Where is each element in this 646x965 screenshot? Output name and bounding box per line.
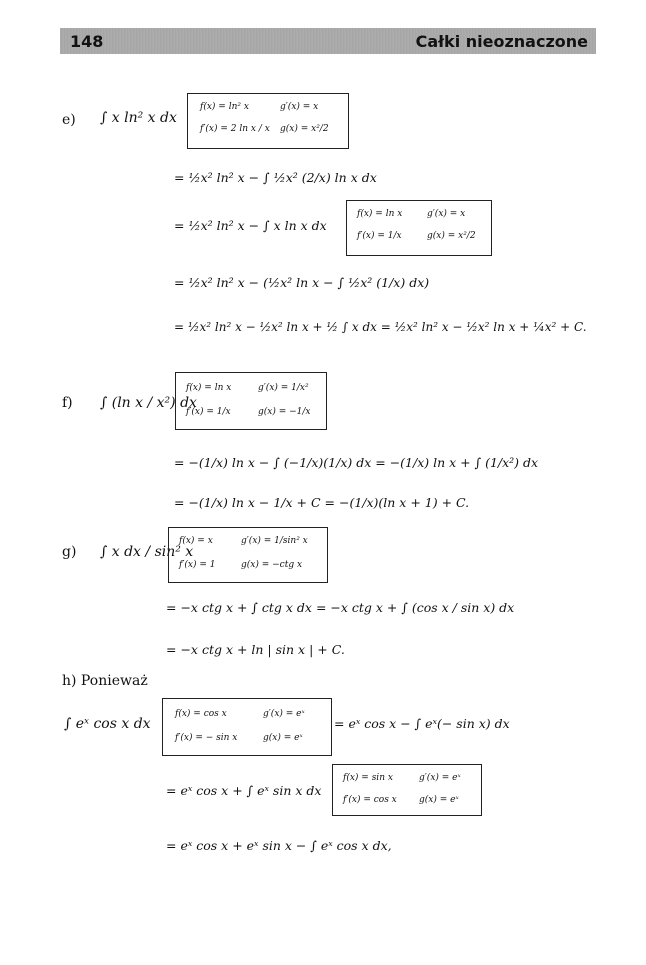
exercise-g-integral: ∫ x dx / sin² x — [100, 544, 194, 560]
exercise-e-substitution-box: f(x) = ln² x g′(x) = x f′(x) = 2 ln x / … — [187, 93, 349, 149]
h-box-gprime: g′(x) = eˣ — [263, 709, 305, 719]
e-step-2: = ½x² ln² x − ∫ x ln x dx — [174, 218, 327, 233]
e-step-3: = ½x² ln² x − (½x² ln x − ∫ ½x² (1/x) dx… — [174, 275, 430, 290]
e-step-1: = ½x² ln² x − ∫ ½x² (2/x) ln x dx — [174, 170, 377, 185]
e-box2-g: g(x) = x²/2 — [427, 231, 476, 241]
e-box-gprime: g′(x) = x — [280, 102, 319, 112]
exercise-f-label: f) — [62, 395, 73, 411]
h-box2-f: f(x) = sin x — [343, 773, 393, 783]
f-step-2: = −(1/x) ln x − 1/x + C = −(1/x)(ln x + … — [174, 495, 470, 510]
exercise-h-substitution-box: f(x) = cos x g′(x) = eˣ f′(x) = − sin x … — [162, 698, 332, 756]
e-box2-gprime: g′(x) = x — [427, 209, 466, 219]
exercise-f-integral: ∫ (ln x / x²) dx — [100, 395, 197, 411]
exercise-e-substitution-box-2: f(x) = ln x g′(x) = x f′(x) = 1/x g(x) =… — [346, 200, 492, 256]
exercise-g-substitution-box: f(x) = x g′(x) = 1/sin² x f′(x) = 1 g(x)… — [168, 527, 328, 583]
page-number: 148 — [70, 32, 104, 51]
g-box-g: g(x) = −ctg x — [241, 560, 303, 570]
e-box2-fprime: f′(x) = 1/x — [357, 231, 402, 241]
g-box-gprime: g′(x) = 1/sin² x — [241, 536, 308, 546]
exercise-f-substitution-box: f(x) = ln x g′(x) = 1/x² f′(x) = 1/x g(x… — [175, 372, 327, 430]
e-step-4: = ½x² ln² x − ½x² ln x + ½ ∫ x dx = ½x² … — [174, 320, 587, 334]
h-box2-g: g(x) = eˣ — [419, 795, 459, 805]
g-step-2: = −x ctg x + ln | sin x | + C. — [166, 642, 345, 657]
h-box2-fprime: f′(x) = cos x — [343, 795, 397, 805]
h-box-f: f(x) = cos x — [175, 709, 227, 719]
exercise-h-label: h) Ponieważ — [62, 673, 148, 689]
page-header: 148 Całki nieoznaczone — [60, 28, 596, 54]
e-box-g: g(x) = x²/2 — [280, 124, 329, 134]
exercise-h-integral: ∫ eˣ cos x dx — [64, 716, 151, 732]
h-box-fprime: f′(x) = − sin x — [175, 733, 238, 743]
h-after-box: = eˣ cos x − ∫ eˣ(− sin x) dx — [334, 716, 510, 731]
exercise-h-substitution-box-2: f(x) = sin x g′(x) = eˣ f′(x) = cos x g(… — [332, 764, 482, 816]
chapter-title: Całki nieoznaczone — [415, 32, 588, 51]
g-box-fprime: f′(x) = 1 — [179, 560, 216, 570]
f-box-g: g(x) = −1/x — [258, 407, 311, 417]
e-box2-f: f(x) = ln x — [357, 209, 403, 219]
exercise-e-integral: ∫ x ln² x dx — [100, 110, 177, 126]
g-box-f: f(x) = x — [179, 536, 213, 546]
h-step-2: = eˣ cos x + eˣ sin x − ∫ eˣ cos x dx, — [166, 838, 392, 853]
e-box-fprime: f′(x) = 2 ln x / x — [200, 124, 270, 134]
h-box-g: g(x) = eˣ — [263, 733, 303, 743]
f-box-fprime: f′(x) = 1/x — [186, 407, 231, 417]
f-step-1: = −(1/x) ln x − ∫ (−1/x)(1/x) dx = −(1/x… — [174, 455, 539, 470]
f-box-gprime: g′(x) = 1/x² — [258, 383, 309, 393]
g-step-1: = −x ctg x + ∫ ctg x dx = −x ctg x + ∫ (… — [166, 600, 515, 615]
exercise-e-label: e) — [62, 112, 76, 128]
exercise-g-label: g) — [62, 544, 77, 560]
e-box-f: f(x) = ln² x — [200, 102, 249, 112]
f-box-f: f(x) = ln x — [186, 383, 232, 393]
h-box2-gprime: g′(x) = eˣ — [419, 773, 461, 783]
h-step-1: = eˣ cos x + ∫ eˣ sin x dx — [166, 783, 322, 798]
